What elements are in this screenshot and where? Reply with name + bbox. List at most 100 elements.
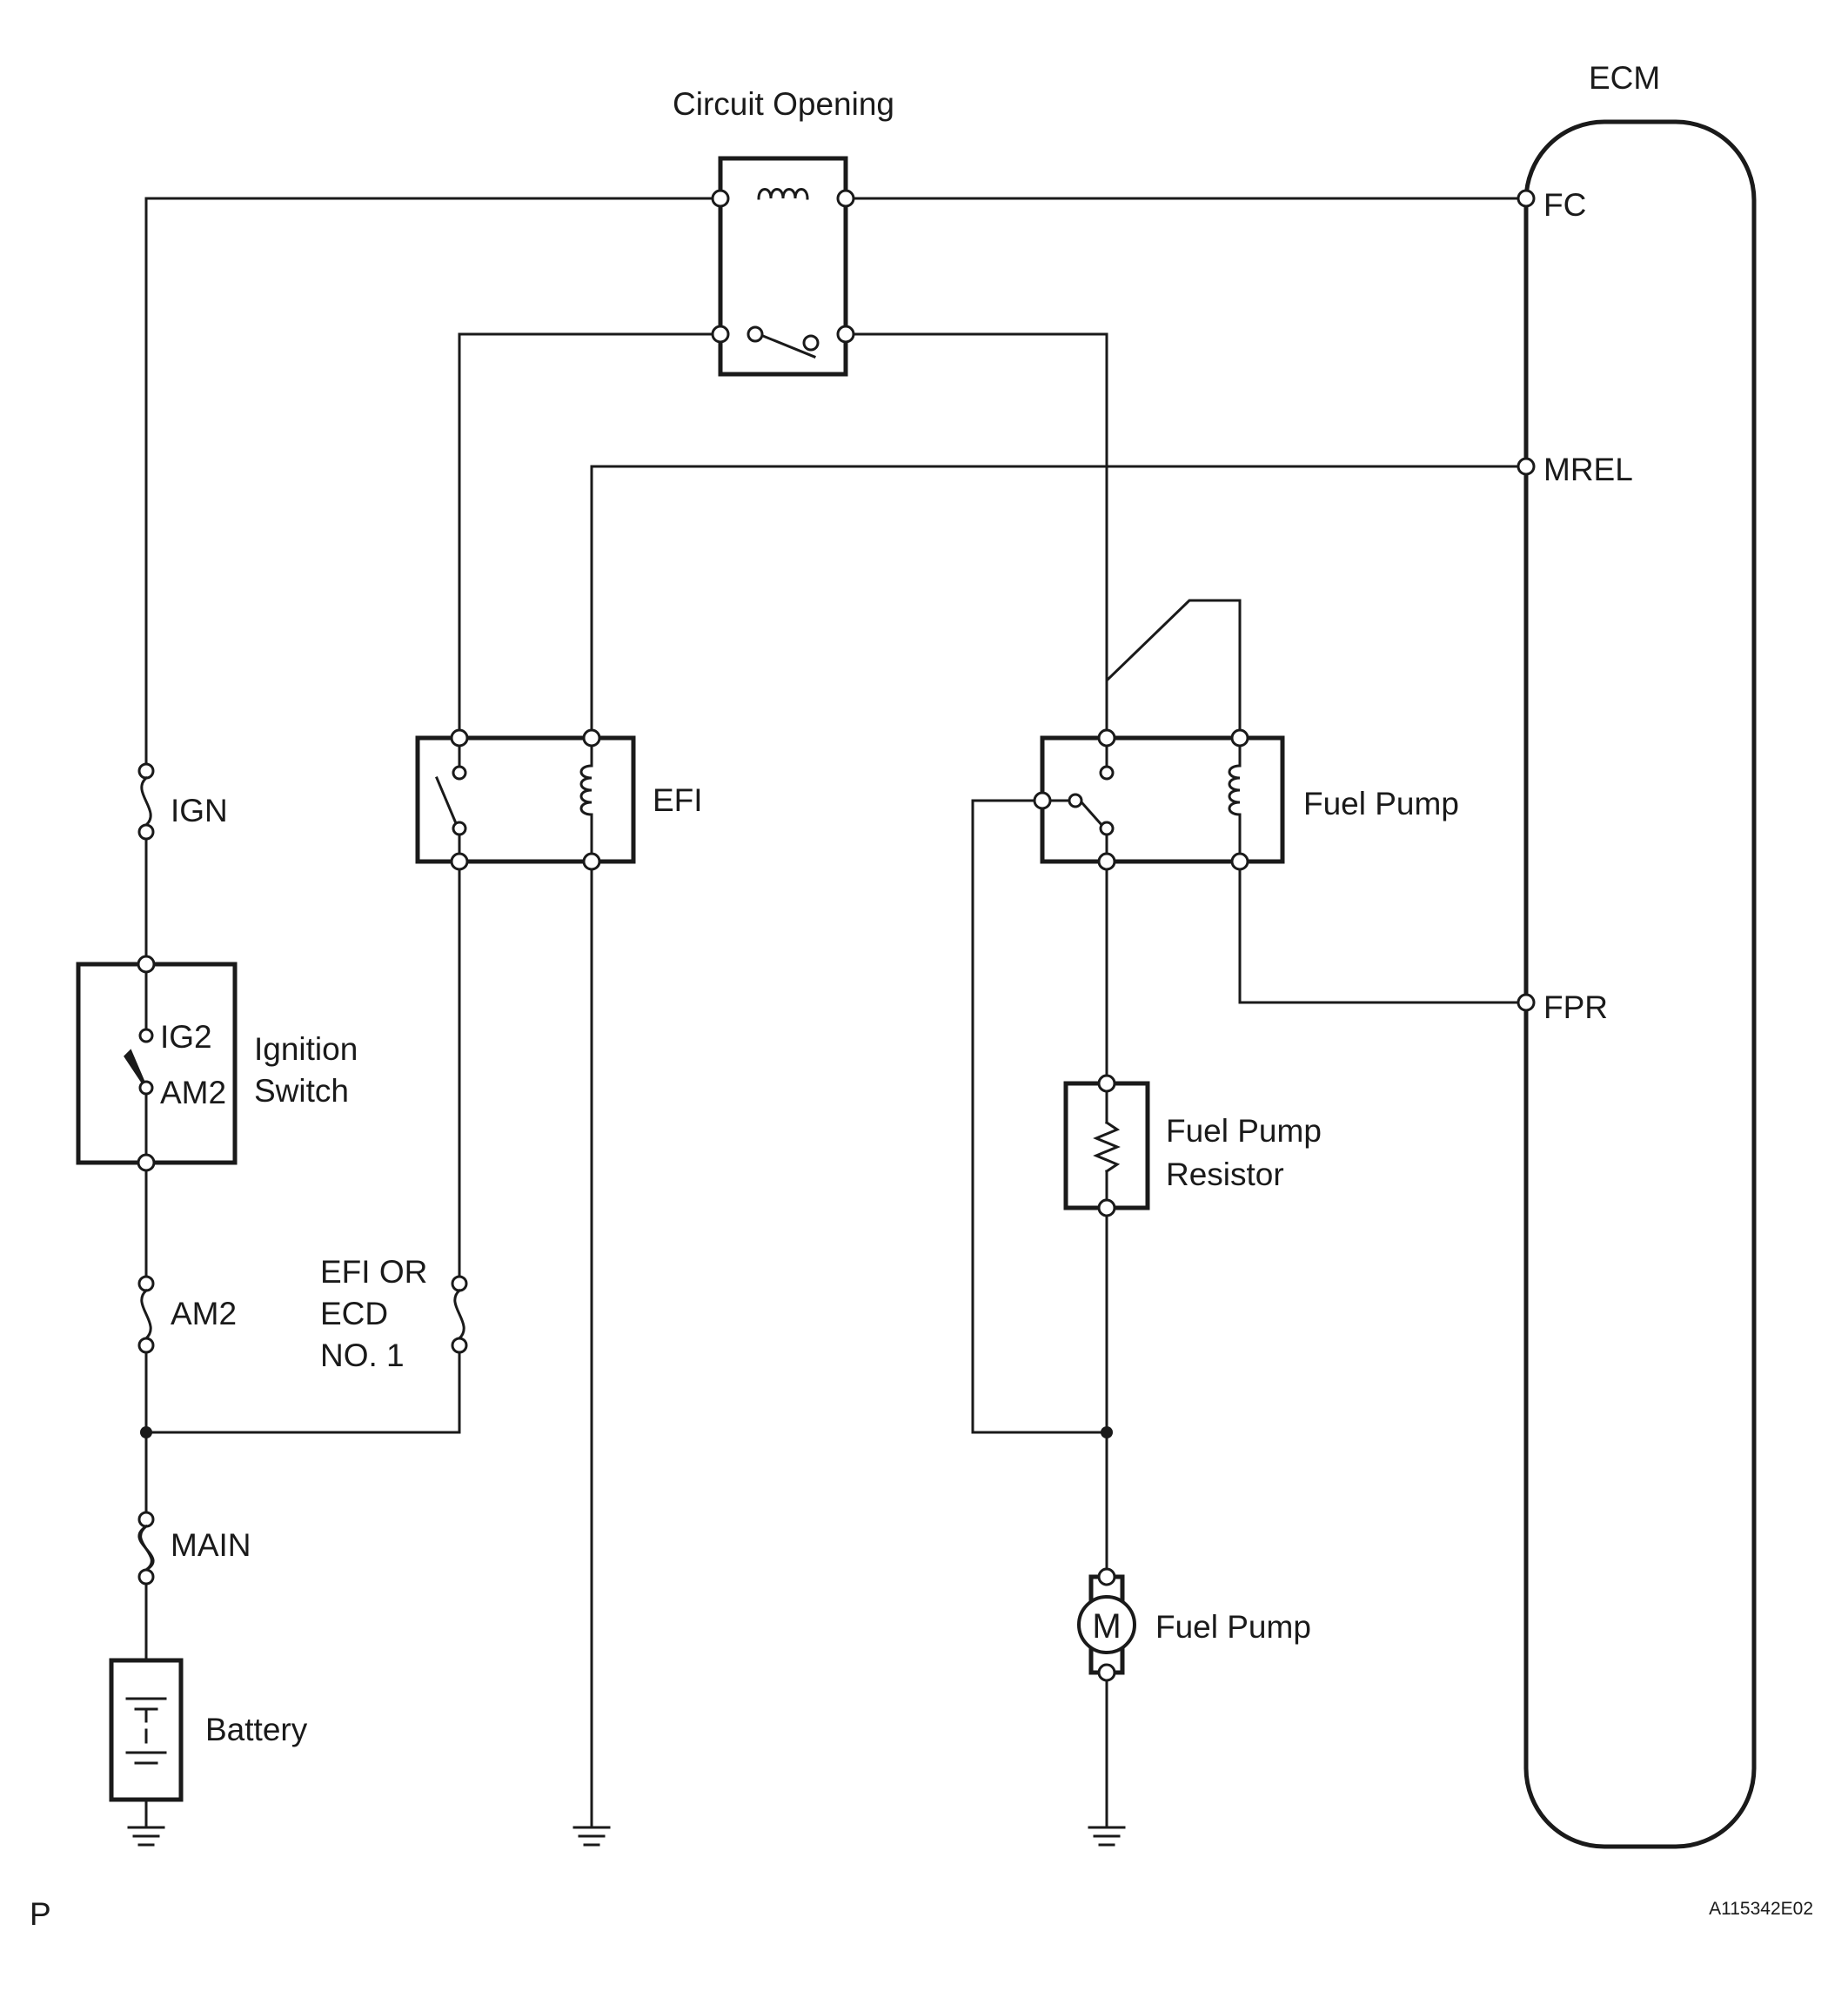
terminal: [1097, 1074, 1116, 1093]
ground-symbol-battery: [127, 1826, 165, 1847]
terminal: [1097, 728, 1116, 748]
circuit-opening-relay-box: [718, 156, 848, 377]
terminal: [802, 334, 820, 352]
terminal: [1068, 793, 1083, 808]
terminal: [711, 325, 730, 344]
efi-relay-label: EFI: [653, 782, 703, 818]
fuel-pump-relay-label: Fuel Pump: [1303, 786, 1459, 821]
ecm-block: [1517, 119, 1757, 1849]
terminal: [137, 1568, 155, 1586]
fuse-icon: [140, 775, 152, 828]
junction-dot-battery: [140, 1426, 152, 1438]
fc-label: FC: [1543, 187, 1586, 223]
circuit-opening-label: Circuit Opening: [673, 86, 894, 122]
battery-label: Battery: [205, 1712, 308, 1747]
terminal: [451, 1275, 468, 1292]
terminal: [137, 762, 155, 780]
ign-label: IGN: [171, 793, 228, 828]
terminal: [1097, 852, 1116, 871]
ecm-terminal-fpr: [1517, 993, 1536, 1012]
efi-ecd-label-3: NO. 1: [320, 1338, 405, 1373]
terminal: [1033, 791, 1052, 810]
coil-icon: [579, 764, 593, 816]
fuse-icon: [140, 1288, 152, 1341]
fuse-icon: [453, 1288, 465, 1341]
terminal: [450, 852, 469, 871]
fuel-pump-resistor: [1063, 1074, 1150, 1217]
switch-blade-icon: [435, 776, 458, 825]
terminal: [582, 852, 601, 871]
ignition-switch-label-2: Switch: [254, 1073, 349, 1109]
wire-ign-feed: [144, 197, 1528, 773]
wire-efi-to-circuit-opening: [458, 332, 722, 740]
wire-bypass: [971, 799, 1108, 1434]
figure-code-label: A115342E02: [1709, 1899, 1813, 1919]
battery-box: [109, 1658, 184, 1802]
fuel-pump-motor: M: [1077, 1567, 1136, 1682]
terminal: [138, 1028, 154, 1043]
terminal: [1097, 1567, 1116, 1586]
terminal: [836, 189, 855, 208]
terminal: [1099, 821, 1115, 836]
terminal: [137, 1275, 155, 1292]
terminal: [1230, 852, 1249, 871]
coil-icon: [757, 188, 809, 200]
terminal: [450, 728, 469, 748]
terminal: [452, 765, 467, 781]
terminal: [451, 1337, 468, 1354]
terminal: [747, 325, 764, 343]
motor-symbol: M: [1092, 1607, 1121, 1646]
ignition-switch-label-1: Ignition: [254, 1031, 358, 1067]
am2-terminal-label: AM2: [160, 1075, 226, 1110]
wire-fpr: [1238, 860, 1528, 1004]
terminal: [137, 955, 156, 974]
fuel-pump-resistor-label-1: Fuel Pump: [1166, 1113, 1322, 1149]
corner-p-label: P: [30, 1896, 51, 1932]
battery: [109, 1658, 184, 1802]
resistor-icon: [1093, 1120, 1121, 1174]
main-label: MAIN: [171, 1527, 251, 1563]
junction-dot-pump: [1101, 1426, 1113, 1438]
terminal: [137, 1153, 156, 1172]
main-fuse: [137, 1511, 155, 1586]
fuel-pump-motor-label: Fuel Pump: [1155, 1609, 1311, 1645]
terminal: [836, 325, 855, 344]
ignition-switch-box: [76, 962, 238, 1165]
wires: [144, 197, 1528, 1827]
terminal: [137, 1337, 155, 1354]
efi-ecd-label-1: EFI OR: [320, 1254, 427, 1290]
efi-relay-box: [415, 735, 636, 864]
terminal: [711, 189, 730, 208]
terminal: [1230, 728, 1249, 748]
ignition-switch: [76, 955, 238, 1172]
ecm-label: ECM: [1589, 60, 1660, 96]
ecm-body: [1523, 119, 1757, 1849]
terminal: [137, 1511, 155, 1528]
motor-circle: [1077, 1595, 1136, 1654]
ecm-terminal-mrel: [1517, 457, 1536, 476]
coil-icon: [1228, 764, 1242, 816]
switch-lever-icon: [124, 1049, 148, 1089]
terminal: [452, 821, 467, 836]
terminal: [1099, 765, 1115, 781]
am2-fuse: [137, 1275, 155, 1354]
terminal: [582, 728, 601, 748]
ground-symbol-pump: [1088, 1826, 1126, 1847]
wire-mrel: [590, 465, 1528, 740]
terminal: [138, 1080, 154, 1096]
ground-symbol-efi: [572, 1826, 611, 1847]
fpr-label: FPR: [1543, 989, 1608, 1025]
circuit-opening-relay: [711, 156, 855, 377]
terminal: [1097, 1198, 1116, 1217]
terminal: [1097, 1663, 1116, 1682]
ecm-terminal-fc: [1517, 189, 1536, 208]
ig2-label: IG2: [160, 1019, 212, 1055]
mrel-label: MREL: [1543, 452, 1633, 487]
fuel-pump-resistor-label-2: Resistor: [1166, 1157, 1284, 1192]
fuse-icon: [139, 1524, 153, 1572]
fuel-pump-relay: [1033, 728, 1285, 871]
switch-blade-icon: [757, 332, 816, 359]
efi-relay: [415, 728, 636, 871]
wire-circuit-opening-to-fp-relay: [844, 332, 1242, 740]
